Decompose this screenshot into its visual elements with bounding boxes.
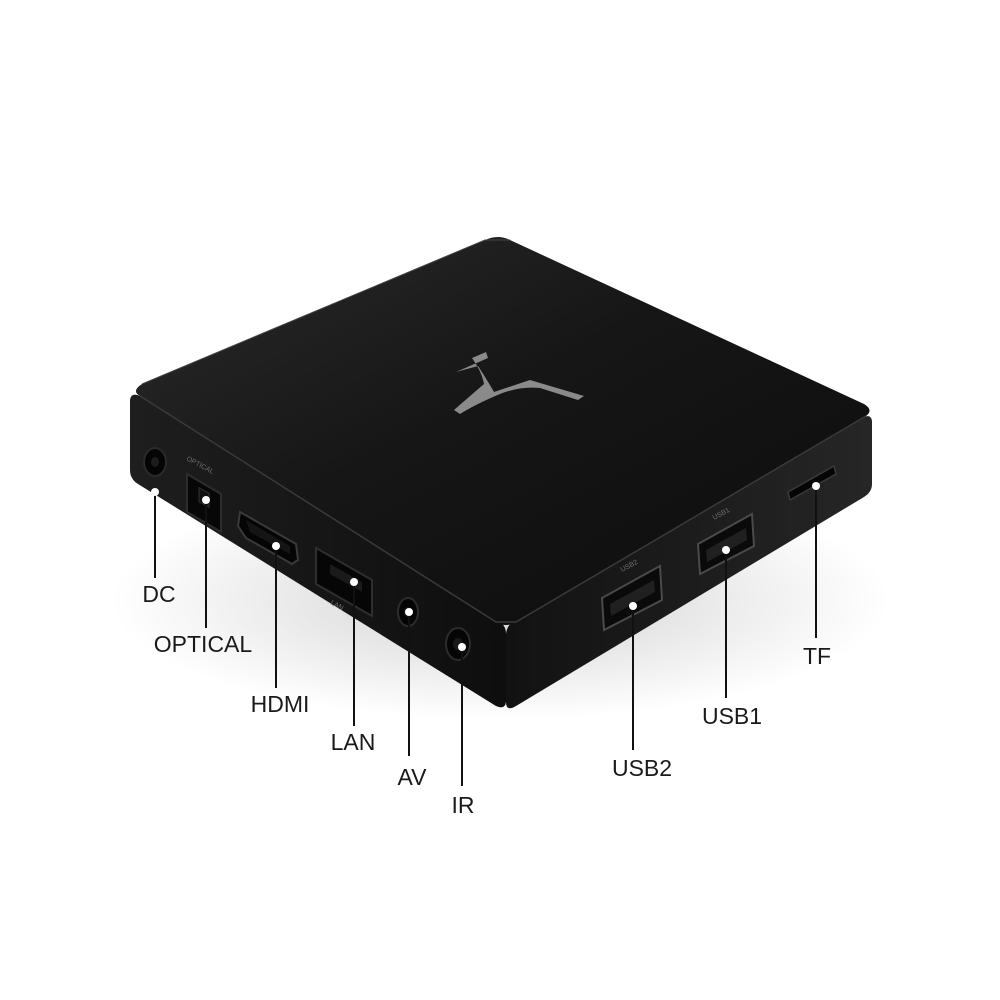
- port-labels: DC OPTICAL HDMI LAN AV IR USB2 USB1 TF: [142, 581, 831, 818]
- optical-callout: [202, 496, 210, 628]
- ir-callout: [458, 643, 466, 786]
- tv-box: OPTICAL LAN USB2: [130, 237, 872, 709]
- brand-logo: [454, 352, 584, 414]
- tf-slot: [787, 464, 837, 502]
- tf-label: TF: [803, 643, 831, 669]
- usb1-label: USB1: [702, 703, 762, 729]
- usb2-label: USB2: [612, 755, 672, 781]
- usb2-callout: [629, 602, 637, 750]
- dc-port: [143, 447, 167, 477]
- optical-label: OPTICAL: [154, 631, 253, 657]
- right-side-panel: [506, 416, 872, 709]
- lan-label: LAN: [331, 729, 376, 755]
- top-edge-highlight: [139, 395, 867, 623]
- back-edge-highlight: [141, 239, 510, 385]
- usb1-callout: [722, 546, 730, 698]
- lan-callout: [350, 578, 358, 726]
- hdmi-callout: [272, 542, 280, 688]
- hdmi-label: HDMI: [251, 691, 310, 717]
- ir-label: IR: [452, 792, 475, 818]
- callouts: [151, 482, 820, 786]
- top-panel: [135, 237, 870, 625]
- av-label: AV: [398, 764, 428, 790]
- av-callout: [405, 608, 413, 756]
- dc-callout: [151, 488, 159, 578]
- tf-callout: [812, 482, 820, 638]
- dc-label: DC: [142, 581, 175, 607]
- ir-port: [445, 627, 471, 661]
